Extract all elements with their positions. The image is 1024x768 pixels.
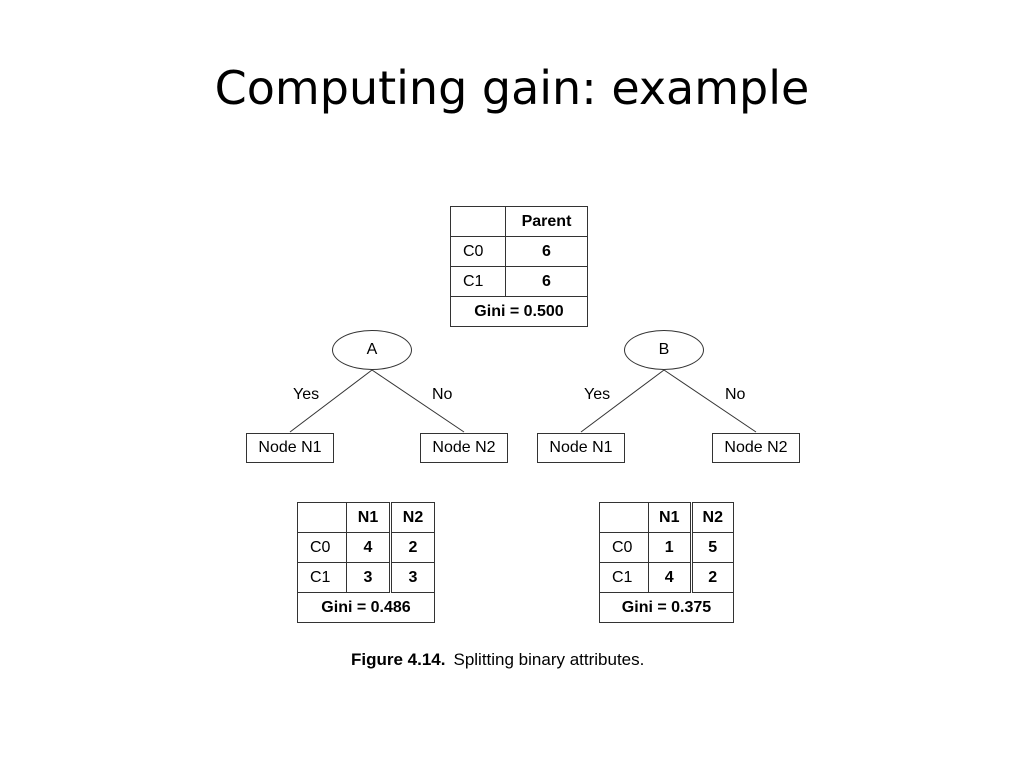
parent-header: Parent <box>505 206 588 237</box>
cell-c0-n2: 5 <box>689 532 734 563</box>
split-a-table: N1 N2 C0 4 2 C1 3 3 Gini = 0.486 <box>297 502 435 623</box>
node-b-n2: Node N2 <box>712 433 800 463</box>
header-n2: N2 <box>689 502 734 533</box>
row-label-c1: C1 <box>599 562 649 593</box>
figure-number: Figure 4.14. <box>351 650 446 669</box>
parent-gini: Gini = 0.500 <box>450 296 588 327</box>
table-row: Parent <box>450 206 588 237</box>
row-label-c0: C0 <box>297 532 347 563</box>
cell-c0-n2: 2 <box>389 532 435 563</box>
table-row: N1 N2 <box>297 502 435 533</box>
edge-label-b-yes: Yes <box>584 386 611 403</box>
table-corner-cell <box>599 502 649 533</box>
figure-caption-text: Splitting binary attributes. <box>453 650 645 669</box>
parent-value-c1: 6 <box>505 266 588 297</box>
edge-label-a-no: No <box>432 386 453 403</box>
edge-a-no <box>371 369 465 433</box>
edge-a-yes <box>289 369 373 433</box>
header-n1: N1 <box>648 502 692 533</box>
header-n2: N2 <box>389 502 435 533</box>
row-label-c0: C0 <box>599 532 649 563</box>
figure-caption: Figure 4.14. Splitting binary attributes. <box>351 650 644 670</box>
table-row: C1 4 2 <box>599 562 734 593</box>
table-row: C0 1 5 <box>599 532 734 563</box>
table-row: Gini = 0.500 <box>450 296 588 327</box>
edge-b-yes <box>580 369 665 433</box>
cell-c0-n1: 1 <box>648 532 692 563</box>
edge-label-b-no: No <box>725 386 746 403</box>
edge-label-a-yes: Yes <box>293 386 320 403</box>
header-n1: N1 <box>346 502 391 533</box>
table-row: Gini = 0.375 <box>599 592 734 623</box>
node-a: A <box>332 330 412 370</box>
table-row: C1 3 3 <box>297 562 435 593</box>
cell-c1-n1: 4 <box>648 562 692 593</box>
node-a-n2: Node N2 <box>420 433 508 463</box>
table-row: C0 4 2 <box>297 532 435 563</box>
split-b-gini: Gini = 0.375 <box>599 592 734 623</box>
split-b-table: N1 N2 C0 1 5 C1 4 2 Gini = 0.375 <box>599 502 734 623</box>
table-corner-cell <box>450 206 506 237</box>
cell-c0-n1: 4 <box>346 532 391 563</box>
cell-c1-n1: 3 <box>346 562 391 593</box>
table-row: C1 6 <box>450 266 588 297</box>
node-b: B <box>624 330 704 370</box>
table-row: Gini = 0.486 <box>297 592 435 623</box>
cell-c1-n2: 3 <box>389 562 435 593</box>
table-corner-cell <box>297 502 347 533</box>
table-row: C0 6 <box>450 236 588 267</box>
node-a-n1: Node N1 <box>246 433 334 463</box>
slide-title: Computing gain: example <box>214 61 810 115</box>
parent-table: Parent C0 6 C1 6 Gini = 0.500 <box>450 206 588 327</box>
row-label-c1: C1 <box>297 562 347 593</box>
edge-b-no <box>663 369 757 433</box>
split-a-gini: Gini = 0.486 <box>297 592 435 623</box>
node-b-n1: Node N1 <box>537 433 625 463</box>
cell-c1-n2: 2 <box>689 562 734 593</box>
table-row: N1 N2 <box>599 502 734 533</box>
